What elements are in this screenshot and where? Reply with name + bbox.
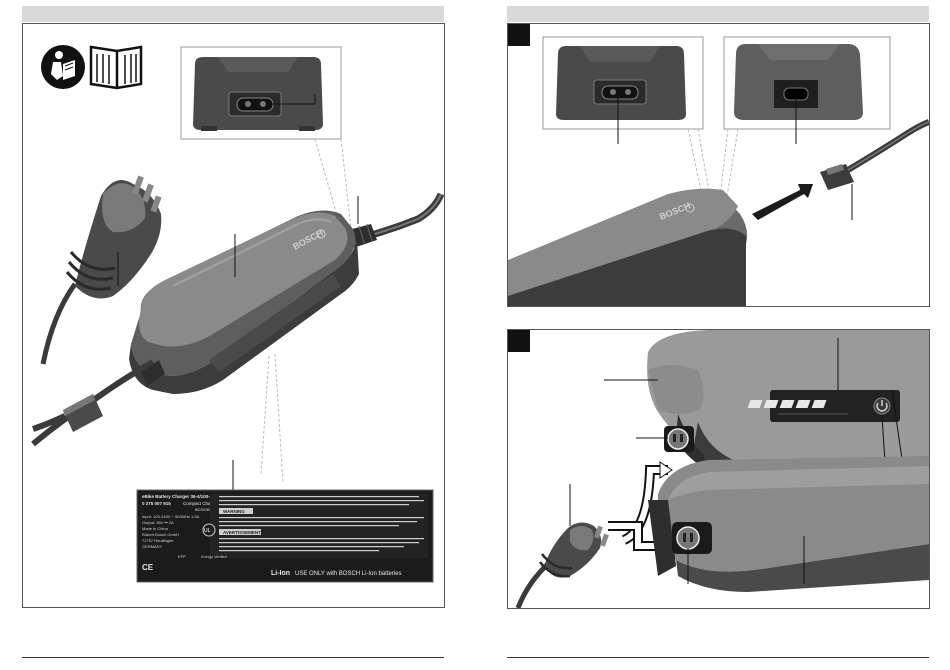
label-code: EFP [178, 554, 186, 559]
connect-cable-illustration: BOSCH [508, 24, 929, 306]
overview-figure: BOSCH eBi [22, 23, 445, 608]
label-model: BCS230 [195, 507, 211, 512]
charging-plug [518, 522, 609, 608]
ce-mark: CE [142, 563, 154, 572]
rating-label: eBike Battery Charger 36-4/100-240 0 275… [137, 490, 433, 582]
step-badge-2 [508, 330, 530, 352]
connect-cable-figure: BOSCH [507, 23, 930, 307]
overview-illustration: BOSCH eBi [23, 24, 444, 607]
left-page-header [22, 6, 444, 22]
label-output: Output: 36V ⎓ 2A [142, 520, 174, 525]
socket-detail-inset [181, 47, 341, 139]
charge-battery-illustration [508, 330, 929, 608]
arrow-icon [752, 184, 813, 220]
label-liion: Li-Ion [271, 570, 290, 577]
label-input: Input: 100-240V ~ 50/60Hz 1.5A [142, 514, 200, 519]
label-company: Robert Bosch GmbH [142, 532, 179, 537]
right-page-header [507, 6, 929, 22]
label-energy: Energy Verified [201, 555, 227, 559]
label-country: GERMANY [142, 544, 163, 549]
right-footer-rule [507, 657, 929, 658]
lower-charging-socket [672, 522, 712, 554]
label-warning: WARNING [223, 509, 245, 514]
label-title: eBike Battery Charger 36-4/100-240 [142, 494, 218, 499]
read-manual-icon [41, 45, 85, 89]
left-footer-rule [22, 657, 444, 658]
label-avertissement: AVERTISSEMENT [223, 530, 261, 535]
charger-body: BOSCH [129, 210, 359, 394]
label-footer-text: USE ONLY with BOSCH Li-Ion batteries [295, 571, 402, 577]
step-badge-1 [508, 24, 530, 46]
book-icon [91, 47, 141, 88]
label-part-no: 0 275 007 915 [142, 501, 171, 506]
upper-charging-socket [664, 426, 694, 452]
label-address: 72757 Reutlingen [142, 538, 173, 543]
label-origin: Made in China [142, 526, 169, 531]
power-icon [874, 398, 890, 414]
charge-battery-figure [507, 329, 930, 609]
label-ul: UL [204, 528, 211, 534]
